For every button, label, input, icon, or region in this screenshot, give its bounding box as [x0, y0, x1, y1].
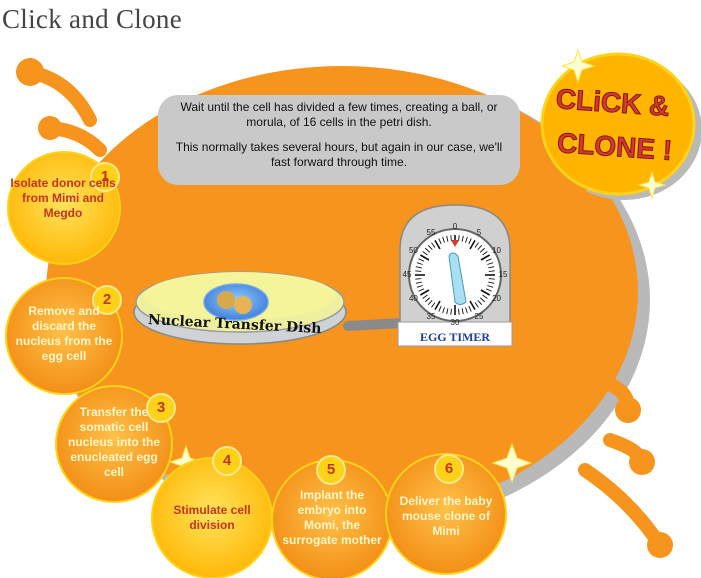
instruction-paragraph-1: Wait until the cell has divided a few ti…: [180, 100, 498, 129]
timer-number: 10: [492, 246, 502, 255]
timer-number: 40: [408, 294, 418, 303]
timer-number: 25: [474, 311, 484, 321]
timer-tick: [465, 236, 468, 243]
timer-tick: [485, 258, 492, 262]
timer-tick: [474, 302, 479, 308]
step-number-3[interactable]: 3: [146, 393, 176, 423]
step-4[interactable]: Stimulate cell division: [160, 503, 264, 533]
step-2-label: Remove and discard the nucleus from the …: [15, 304, 113, 363]
timer-tick: [415, 278, 422, 280]
step-5[interactable]: Implant the embryo into Momi, the surrog…: [282, 488, 382, 548]
timer-tick: [415, 266, 422, 269]
timer-tick: [480, 289, 491, 296]
step-4-label: Stimulate cell division: [173, 503, 251, 532]
timer-tick: [442, 307, 445, 314]
logo-bubble: [540, 52, 696, 196]
timer-number: 0: [452, 222, 458, 231]
timer-tick: [416, 285, 423, 288]
timer-tick: [415, 281, 422, 284]
timer-tick: [487, 262, 494, 265]
timer-tick: [488, 278, 495, 280]
timer-tick: [479, 247, 486, 253]
timer-tick: [438, 238, 442, 245]
timer-tick: [446, 308, 449, 315]
timer-tick: [474, 242, 479, 248]
timer-tick: [431, 242, 436, 248]
timer-tick: [468, 305, 472, 312]
step-6-label: Deliver the baby mouse clone of Mimi: [399, 494, 493, 538]
instruction-paragraph-2: This normally takes several hours, but a…: [175, 140, 503, 169]
timer-tick: [477, 299, 483, 306]
step-3-label: Transfer the somatic cell nucleus into t…: [67, 405, 160, 479]
timer-tick: [422, 294, 428, 299]
timer-tick: [415, 270, 422, 272]
timer-tick: [450, 308, 452, 315]
nuclear-transfer-dish[interactable]: [133, 271, 425, 345]
step-2[interactable]: Remove and discard the nucleus from the …: [12, 304, 116, 364]
timer-tick: [469, 300, 476, 311]
timer-tick: [434, 300, 441, 311]
timer-number: 50: [408, 246, 418, 255]
timer-tick: [479, 297, 486, 303]
timer-tick: [465, 307, 468, 314]
timer-tick: [438, 305, 442, 312]
timer-tick: [488, 281, 495, 284]
timer-tick: [442, 236, 445, 243]
timer-tick: [446, 235, 449, 242]
timer-number: 30: [450, 318, 460, 327]
timer-tick: [424, 297, 431, 303]
sparkle-icon: [637, 170, 667, 200]
timer-label: EGG TIMER: [419, 330, 491, 344]
timer-tick: [418, 258, 425, 262]
decor-arms-top-left: [23, 65, 107, 157]
timer-tick: [427, 244, 433, 251]
timer-tick: [419, 254, 430, 261]
timer-tick: [419, 289, 430, 296]
timer-tick: [482, 251, 488, 256]
sparkle-icon: [560, 48, 596, 84]
timer-tick: [477, 244, 483, 251]
timer-tick: [480, 254, 491, 261]
timer-number: 35: [426, 311, 436, 321]
timer-number: 20: [492, 294, 502, 303]
timer-tick: [418, 288, 425, 292]
timer-tick: [468, 238, 472, 245]
step-number-5[interactable]: 5: [316, 455, 346, 485]
timer-tick: [434, 239, 441, 250]
timer-tick: [458, 308, 460, 315]
timer-hand: [448, 252, 467, 305]
step-number-2[interactable]: 2: [92, 285, 122, 315]
timer-tick: [482, 294, 488, 299]
page-title: Click and Clone: [2, 4, 182, 34]
step-6[interactable]: Deliver the baby mouse clone of Mimi: [396, 494, 496, 539]
timer-tick: [488, 266, 495, 269]
timer-tick: [485, 288, 492, 292]
instruction-bubble: Wait until the cell has divided a few ti…: [158, 95, 520, 185]
step-number-6[interactable]: 6: [434, 454, 464, 484]
egg-timer[interactable]: [397, 204, 513, 347]
step-1[interactable]: Isolate donor cells from Mimi and Megdo: [4, 176, 122, 221]
timer-pointer-icon: [451, 240, 459, 247]
timer-tick: [427, 299, 433, 306]
timer-number: 55: [426, 228, 436, 238]
timer-tick: [461, 235, 464, 242]
step-circle-3[interactable]: [55, 385, 173, 503]
timer-tick: [416, 262, 423, 265]
timer-tick: [461, 308, 464, 315]
timer-tick: [431, 302, 436, 308]
step-3[interactable]: Transfer the somatic cell nucleus into t…: [66, 405, 162, 480]
timer-number: 45: [402, 270, 412, 279]
timer-number: 15: [498, 270, 508, 279]
timer-number: 5: [476, 228, 482, 238]
timer-tick: [488, 270, 495, 272]
timer-tick: [469, 239, 476, 250]
timer-tick: [422, 251, 428, 256]
timer-tick: [424, 247, 431, 253]
sparkle-icon: [491, 442, 533, 484]
step-1-label: Isolate donor cells from Mimi and Megdo: [10, 176, 116, 220]
step-5-label: Implant the embryo into Momi, the surrog…: [282, 488, 382, 547]
step-number-1[interactable]: 1: [90, 162, 120, 192]
timer-tick: [487, 285, 494, 288]
step-number-4[interactable]: 4: [212, 446, 242, 476]
